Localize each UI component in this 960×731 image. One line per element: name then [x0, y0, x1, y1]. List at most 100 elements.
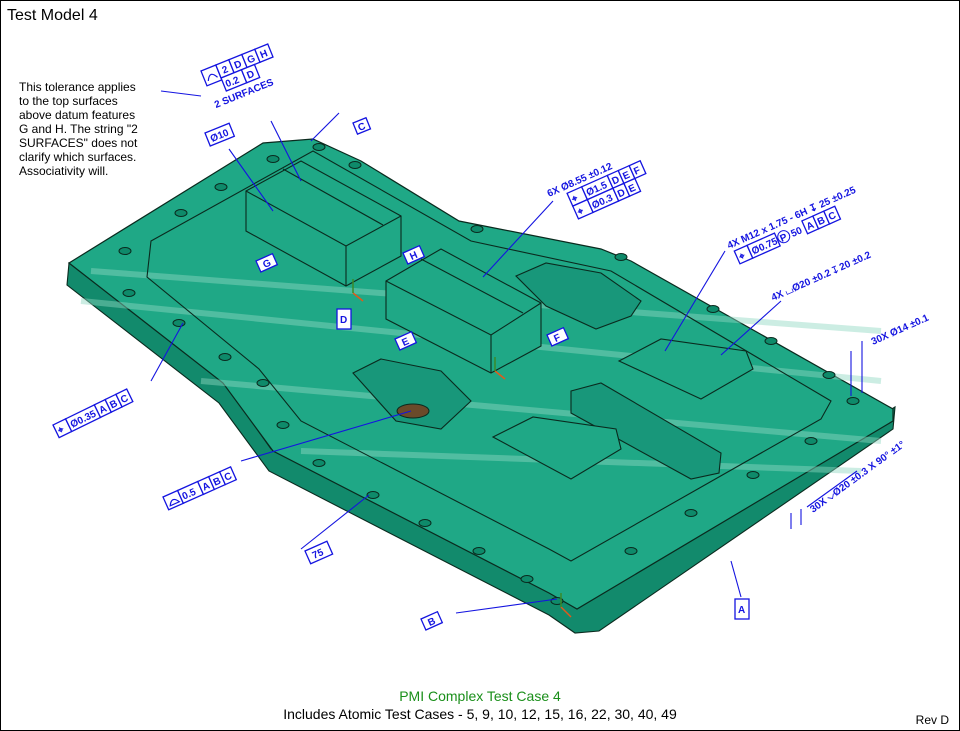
hole: [472, 547, 486, 555]
svg-text:⌖: ⌖: [569, 193, 580, 206]
cbore-4x-callout: 4X ⌴Ø20 ±0.2 ↧ 20 ±0.2: [770, 250, 873, 304]
hole: [214, 183, 228, 191]
hole: [746, 471, 760, 479]
boss-right: [617, 338, 754, 400]
svg-text:⌖: ⌖: [55, 424, 66, 437]
hole: [256, 379, 270, 387]
svg-text:A: A: [738, 605, 745, 616]
svg-text:E: E: [627, 182, 638, 195]
hole: [312, 143, 326, 151]
svg-text:P: P: [778, 232, 789, 245]
hole: [276, 421, 290, 429]
tolerance-note: This tolerance applies to the top surfac…: [19, 80, 138, 178]
datum-f-flag: F: [546, 326, 570, 347]
svg-text:G: G: [261, 258, 273, 271]
svg-text:E: E: [400, 336, 411, 349]
hole: [846, 397, 860, 405]
hole: [312, 459, 326, 467]
datum-e-flag: E: [394, 330, 418, 351]
datum-g-flag: G: [255, 252, 279, 273]
svg-text:⌖: ⌖: [736, 251, 747, 264]
hole: [418, 519, 432, 527]
hole: [764, 337, 778, 345]
fcf-cell: 0.2: [224, 75, 241, 91]
leader-lines: [150, 90, 863, 614]
svg-text:B: B: [816, 215, 827, 228]
surface-profile-fcf: 0.5 A B C: [162, 466, 238, 511]
slot-feature: [570, 382, 722, 480]
page-title: Test Model 4: [7, 7, 98, 24]
svg-text:F: F: [552, 332, 562, 345]
hex-pocket-upper: [515, 262, 642, 330]
svg-text:0.5: 0.5: [181, 487, 199, 503]
coordinate-triads: [352, 279, 572, 618]
hole: [118, 247, 132, 255]
svg-text:A: A: [805, 220, 816, 233]
svg-text:50: 50: [789, 225, 804, 240]
pocket-rim: [146, 150, 832, 562]
datum-a-flag: A: [734, 598, 750, 620]
svg-text:75: 75: [311, 547, 326, 562]
datum-c-flag: C: [352, 116, 372, 135]
hole: [218, 353, 232, 361]
perimeter-holes: [118, 143, 860, 605]
hole: [470, 225, 484, 233]
hole: [122, 289, 136, 297]
hex-pocket-center: [352, 358, 472, 430]
hole: [172, 319, 186, 327]
datum-d-flag: D: [336, 308, 352, 330]
fcf-cell: G: [246, 53, 258, 66]
svg-text:F: F: [632, 165, 642, 178]
svg-text:⌖: ⌖: [575, 206, 586, 219]
hole: [706, 305, 720, 313]
position-fcf-left: ⌖ Ø0.35 A B C: [52, 388, 134, 439]
svg-text:D: D: [340, 315, 347, 326]
svg-text:C: C: [119, 393, 130, 406]
caption-subtitle: Includes Atomic Test Cases - 5, 9, 10, 1…: [283, 706, 677, 722]
raised-block-left: [245, 160, 402, 287]
hatched-surface-area: [396, 403, 430, 419]
svg-text:B: B: [108, 398, 119, 411]
hole: [174, 209, 188, 217]
hole: [804, 437, 818, 445]
hole: [624, 547, 638, 555]
svg-text:D: D: [610, 174, 621, 187]
hole: [366, 491, 380, 499]
svg-text:C: C: [827, 210, 838, 223]
svg-text:E: E: [621, 170, 632, 183]
svg-text:4X ⌴Ø20 ±0.2 ↧ 20 ±0.2: 4X ⌴Ø20 ±0.2 ↧ 20 ±0.2: [770, 250, 873, 304]
raised-block-right: [385, 248, 542, 374]
thread-4x-callout: 4X M12 x 1.75 - 6H ↧ 25 ±0.25 ⌖ Ø0.75 P …: [726, 185, 858, 265]
caption-block: PMI Complex Test Case 4 Includes Atomic …: [1, 687, 959, 723]
hole: [266, 155, 280, 163]
caption-title: PMI Complex Test Case 4: [399, 688, 561, 704]
profile-tolerance-frame: 2 D G H 0.2 D 2 SURFACES: [200, 43, 276, 111]
svg-text:D: D: [616, 187, 627, 200]
holes-6x-callout: 6X Ø8.55 ±0.12 ⌖ Ø1.5 D E F ⌖ Ø0.3 D E: [546, 159, 647, 220]
fcf-cell: H: [259, 48, 270, 61]
dia10-callout: Ø10: [204, 122, 236, 147]
hole: [614, 253, 628, 261]
svg-text:C: C: [223, 471, 234, 484]
svg-text:H: H: [408, 250, 419, 263]
fcf-cell: D: [245, 69, 256, 82]
hole: [348, 161, 362, 169]
hole: [520, 575, 534, 583]
datum-b-flag: B: [420, 610, 444, 631]
dimension-75: 75: [304, 540, 334, 565]
boss-lower: [491, 416, 622, 480]
svg-text:A: A: [201, 481, 212, 494]
svg-text:A: A: [97, 403, 108, 416]
hole: [684, 509, 698, 517]
svg-text:B: B: [426, 616, 437, 629]
fcf-cell: D: [233, 59, 244, 72]
revision-label: Rev D: [915, 713, 949, 727]
hole: [822, 371, 836, 379]
fcf-cell: 2: [221, 64, 231, 76]
plate-top-face: [67, 138, 894, 610]
svg-text:C: C: [357, 121, 368, 134]
datum-h-flag: H: [402, 244, 426, 265]
svg-text:B: B: [212, 476, 223, 489]
